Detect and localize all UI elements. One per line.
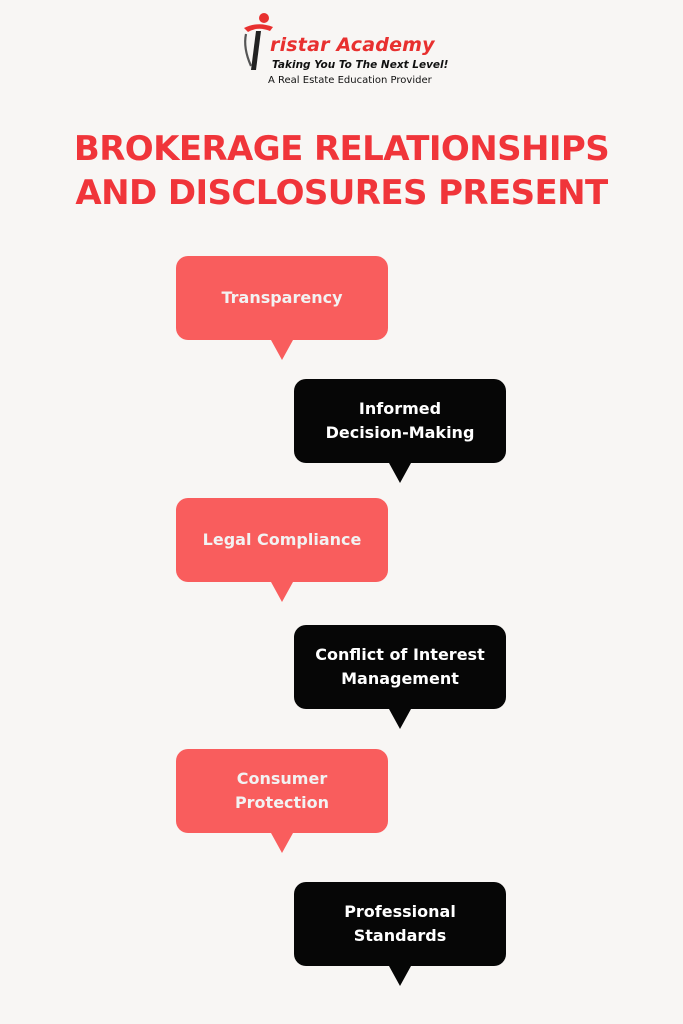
brand-tagline: Taking You To The Next Level! — [272, 59, 449, 71]
brand-subtitle: A Real Estate Education Provider — [268, 75, 432, 86]
bubble-professional-standards: Professional Standards — [294, 882, 506, 986]
bubble-label: Conflict of Interest Management — [315, 645, 485, 688]
bubble-consumer-protection: Consumer Protection — [176, 749, 388, 853]
bubble-transparency: Transparency — [176, 256, 388, 360]
brand-name: ristar Academy — [270, 34, 435, 56]
page-title-line-1: BROKERAGE RELATIONSHIPS — [73, 129, 610, 169]
bubble-label: Informed Decision-Making — [325, 399, 475, 442]
bubble-informed-decision-making: Informed Decision-Making — [294, 379, 506, 483]
bubble-label: Professional Standards — [344, 902, 456, 945]
bubble-conflict-of-interest-management: Conflict of Interest Management — [294, 625, 506, 729]
page-title-line-2: AND DISCLOSURES PRESENT — [75, 173, 608, 213]
bubble-label: Legal Compliance — [202, 530, 362, 549]
page-title: BROKERAGE RELATIONSHIPS AND DISCLOSURES … — [0, 127, 683, 215]
bubble-legal-compliance: Legal Compliance — [176, 498, 388, 602]
tristar-logo-icon — [244, 13, 273, 70]
brand-logo: ristar Academy Taking You To The Next Le… — [240, 12, 460, 92]
bubble-label: Transparency — [221, 288, 343, 307]
bubble-label: Consumer Protection — [234, 769, 330, 812]
